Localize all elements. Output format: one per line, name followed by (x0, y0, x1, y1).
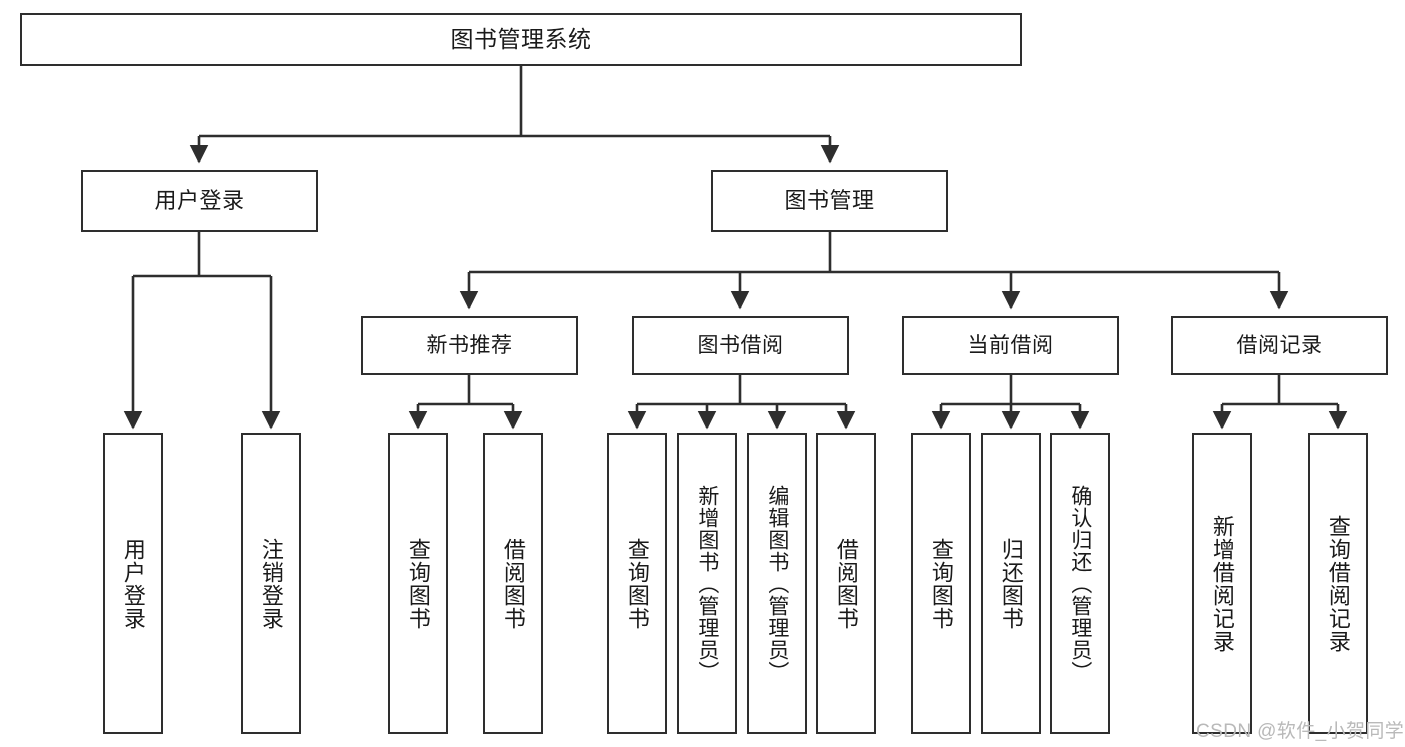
node-user-login[interactable]: 用户登录 (81, 170, 318, 232)
node-label: 借阅记录 (1236, 333, 1323, 357)
node-label: 新增借阅记录 (1209, 514, 1235, 653)
leaf-user-login-signout[interactable]: 注销登录 (241, 433, 301, 734)
node-root-system[interactable]: 图书管理系统 (20, 13, 1022, 66)
node-label: 归还图书 (998, 537, 1024, 630)
node-label: 图书借阅 (697, 333, 784, 357)
leaf-borrow-record-query[interactable]: 查询借阅记录 (1308, 433, 1368, 734)
leaf-current-borrow-return[interactable]: 归还图书 (981, 433, 1041, 734)
node-label: 用户登录 (154, 188, 245, 214)
node-label: 确认归还（管理员） (1068, 484, 1092, 683)
node-book-borrow[interactable]: 图书借阅 (632, 316, 849, 375)
leaf-user-login-signin[interactable]: 用户登录 (103, 433, 163, 734)
node-label: 当前借阅 (967, 333, 1054, 357)
node-label: 新书推荐 (426, 333, 513, 357)
leaf-borrow-record-add[interactable]: 新增借阅记录 (1192, 433, 1252, 734)
leaf-current-borrow-query[interactable]: 查询图书 (911, 433, 971, 734)
node-label: 查询图书 (624, 537, 650, 630)
node-label: 编辑图书（管理员） (765, 484, 789, 683)
leaf-book-borrow-borrow[interactable]: 借阅图书 (816, 433, 876, 734)
leaf-new-book-query[interactable]: 查询图书 (388, 433, 448, 734)
watermark-text: CSDN @软件_小贺同学 (1196, 721, 1405, 742)
leaf-current-borrow-confirm[interactable]: 确认归还（管理员） (1050, 433, 1110, 734)
node-label: 借阅图书 (500, 537, 526, 630)
node-borrow-record[interactable]: 借阅记录 (1171, 316, 1388, 375)
node-label: 新增图书（管理员） (695, 484, 719, 683)
node-label: 用户登录 (120, 537, 146, 630)
node-label: 图书管理 (784, 188, 875, 214)
node-label: 查询借阅记录 (1325, 514, 1351, 653)
leaf-book-borrow-add[interactable]: 新增图书（管理员） (677, 433, 737, 734)
node-label: 图书管理系统 (450, 26, 592, 53)
node-label: 查询图书 (928, 537, 954, 630)
node-label: 借阅图书 (833, 537, 859, 630)
node-new-book-recommend[interactable]: 新书推荐 (361, 316, 578, 375)
leaf-book-borrow-edit[interactable]: 编辑图书（管理员） (747, 433, 807, 734)
node-current-borrow[interactable]: 当前借阅 (902, 316, 1119, 375)
leaf-new-book-borrow[interactable]: 借阅图书 (483, 433, 543, 734)
node-book-manage[interactable]: 图书管理 (711, 170, 948, 232)
node-label: 查询图书 (405, 537, 431, 630)
node-label: 注销登录 (258, 537, 284, 630)
leaf-book-borrow-query[interactable]: 查询图书 (607, 433, 667, 734)
